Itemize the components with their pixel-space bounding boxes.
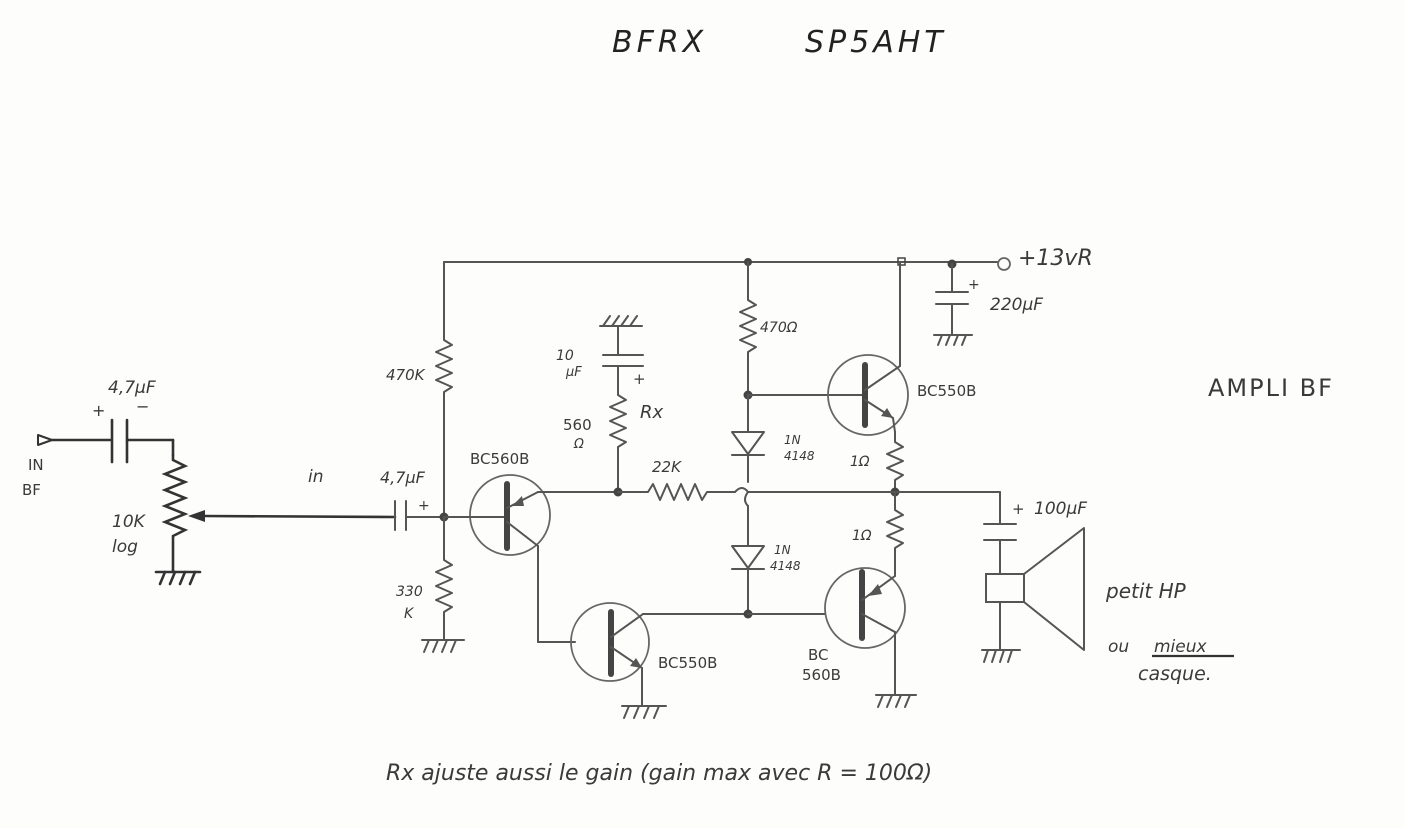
pot-value-label: 10K	[112, 512, 147, 532]
q2-label: BC550B	[658, 654, 717, 672]
ground-symbol	[421, 639, 465, 653]
diode-lower: 1N 4148	[731, 505, 801, 615]
svg-text:+: +	[633, 370, 646, 388]
alt-label-emphasis: mieux	[1154, 637, 1208, 657]
input-connector[interactable]: IN BF	[22, 434, 112, 499]
pot-type-label: log	[112, 537, 138, 557]
resistor-330k-label: 330	[396, 584, 423, 600]
ground-symbol	[154, 570, 202, 586]
input-label-bf: BF	[22, 481, 41, 499]
resistor-470ohm-label: 470Ω	[760, 320, 798, 336]
diode-lower-label: 1N	[774, 543, 791, 557]
title-left: BFRX	[612, 25, 707, 60]
ground-symbol	[981, 649, 1021, 663]
resistor-470k-label: 470K	[386, 366, 426, 384]
svg-text:−: −	[136, 397, 149, 416]
transistor-q1: BC560B	[443, 450, 619, 643]
supply-label: +13vR	[1018, 246, 1093, 271]
output-cap-label: 100µF	[1034, 499, 1087, 519]
ground-symbol	[875, 694, 917, 708]
ground-symbol	[621, 705, 667, 719]
resistor-22k-label: 22K	[652, 458, 682, 476]
supply-rail: +13vR	[443, 246, 1093, 271]
resistor-330k: 330 K	[396, 516, 465, 653]
input-cap-label: 4,7µF	[108, 378, 156, 398]
bias-capacitor: 4,7µF +	[380, 468, 445, 531]
q4-label: BC	[808, 646, 829, 664]
q3-label: BC550B	[917, 382, 976, 400]
title-right: SP5AHT	[805, 25, 947, 60]
speaker-icon	[981, 527, 1085, 663]
footnote: Rx ajuste aussi le gain (gain max avec R…	[386, 761, 932, 786]
svg-text:560B: 560B	[802, 666, 841, 684]
ground-symbol	[599, 315, 643, 327]
alt-label-prefix: ou	[1108, 637, 1129, 657]
q1-label: BC560B	[470, 450, 529, 468]
output-capacitor: + 100µF	[983, 491, 1087, 575]
transistor-q3: BC550B	[827, 261, 976, 436]
feedback-cap-label: 10	[556, 348, 574, 364]
svg-text:4148: 4148	[770, 559, 801, 573]
bias-cap-label: 4,7µF	[380, 468, 426, 487]
capacitor-220uf: + 220µF	[933, 263, 1043, 346]
svg-text:µF: µF	[565, 365, 582, 380]
resistor-1ohm-upper: 1Ω	[850, 431, 904, 493]
svg-text:4148: 4148	[784, 449, 815, 463]
resistor-1ohm-upper-label: 1Ω	[850, 454, 870, 470]
svg-text:+: +	[92, 401, 105, 420]
feedback-network: + 10 µF 560 Ω Rx	[556, 315, 664, 497]
input-label-in: IN	[28, 456, 44, 474]
resistor-rx	[609, 389, 627, 493]
transistor-q4: BC 560B	[802, 565, 917, 708]
diode-upper-label: 1N	[784, 433, 801, 447]
wiper-arrow-icon	[188, 510, 205, 522]
volume-potentiometer[interactable]: 10K log	[112, 453, 397, 586]
svg-text:Ω: Ω	[573, 437, 584, 452]
signal-in-label: in	[308, 467, 324, 487]
svg-text:+: +	[1012, 500, 1025, 518]
resistor-1ohm-lower: 1Ω	[852, 491, 904, 567]
ground-symbol	[933, 334, 973, 346]
speaker-label: petit HP	[1105, 579, 1187, 603]
input-capacitor: + − 4,7µF	[92, 378, 175, 464]
alt-label-headphones: casque.	[1138, 663, 1212, 685]
transistor-q2: BC550B	[570, 602, 749, 719]
resistor-1ohm-lower-label: 1Ω	[852, 528, 872, 544]
cap-220uf-label: 220µF	[990, 295, 1043, 315]
svg-text:+: +	[418, 498, 430, 514]
resistor-22k: 22K	[617, 458, 749, 507]
section-label: AMPLI BF	[1208, 374, 1334, 402]
supply-terminal	[997, 257, 1011, 271]
rx-label: Rx	[640, 402, 664, 423]
resistor-470k: 470K	[386, 261, 453, 518]
rx-value-label: 560	[563, 416, 592, 434]
svg-text:K: K	[404, 606, 415, 622]
svg-text:+: +	[968, 277, 980, 293]
resistor-470ohm: 470Ω	[739, 261, 798, 396]
diode-upper: 1N 4148	[731, 394, 815, 483]
